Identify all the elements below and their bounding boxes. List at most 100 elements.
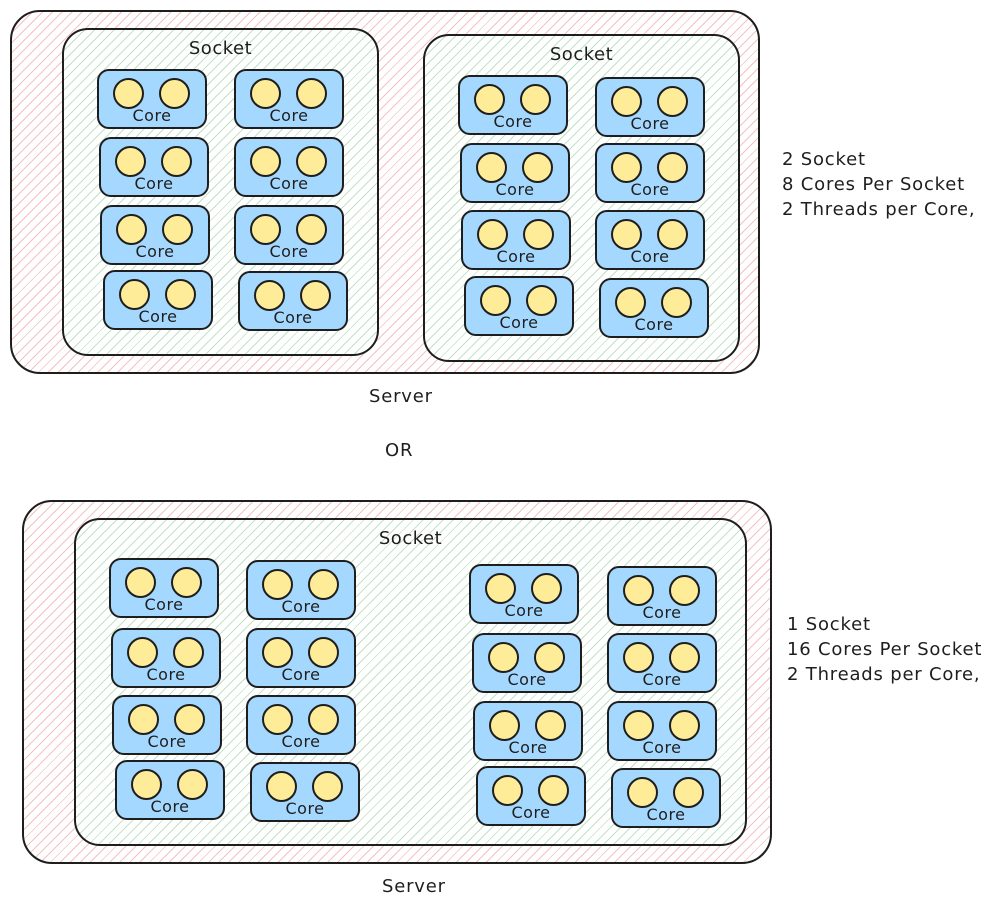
thread-circle (538, 775, 569, 806)
thread-circle (520, 84, 551, 115)
core: Core (469, 564, 579, 624)
core: Core (238, 271, 348, 331)
core-label: Core (493, 112, 533, 131)
server-1-socket: Socket Core Core Core Core Core Core Cor… (22, 500, 772, 864)
thread-circle (165, 279, 196, 310)
core: Core (476, 766, 586, 826)
thread-circle (661, 287, 692, 318)
thread-circle (254, 280, 285, 311)
thread-circle (116, 214, 147, 245)
core: Core (464, 276, 574, 336)
core: Core (595, 143, 705, 203)
thread-circle (159, 78, 190, 109)
core-label: Core (144, 595, 184, 614)
core-label: Core (269, 242, 309, 261)
socket-single: Socket Core Core Core Core Core Core Cor… (74, 518, 747, 846)
thread-circle (480, 285, 511, 316)
thread-circle (312, 771, 343, 802)
thread-circle (627, 777, 658, 808)
thread-circle (125, 567, 156, 598)
core-label: Core (646, 805, 686, 824)
thread-circle (262, 704, 293, 735)
core: Core (599, 278, 709, 338)
thread-circle (669, 575, 700, 606)
thread-circle (611, 152, 642, 183)
socket-label: Socket (549, 44, 614, 65)
core-label: Core (281, 665, 321, 684)
core-label: Core (511, 803, 551, 822)
config-b-sockets: 1 Socket (787, 614, 871, 635)
thread-circle (308, 569, 339, 600)
thread-circle (308, 637, 339, 668)
thread-circle (171, 567, 202, 598)
thread-circle (489, 710, 520, 741)
core: Core (246, 628, 356, 688)
core-label: Core (269, 174, 309, 193)
thread-circle (526, 285, 557, 316)
core-label: Core (147, 732, 187, 751)
socket-label: Socket (188, 38, 253, 59)
core-label: Core (642, 670, 682, 689)
core: Core (460, 143, 570, 203)
core: Core (109, 558, 219, 618)
core-label: Core (508, 738, 548, 757)
core-label: Core (504, 601, 544, 620)
core-label: Core (630, 247, 670, 266)
core-label: Core (281, 597, 321, 616)
socket-label: Socket (378, 528, 443, 549)
core-label: Core (269, 106, 309, 125)
config-a-summary: 2 Socket 8 Cores Per Socket 2 Threads pe… (782, 147, 975, 222)
core: Core (97, 69, 207, 129)
thread-circle (611, 219, 642, 250)
core: Core (473, 701, 583, 761)
core: Core (250, 762, 360, 822)
thread-circle (669, 642, 700, 673)
thread-circle (308, 704, 339, 735)
core: Core (472, 633, 582, 693)
server-caption: Server (369, 386, 433, 407)
core-label: Core (507, 670, 547, 689)
core-label: Core (273, 308, 313, 327)
thread-circle (615, 287, 646, 318)
core-label: Core (630, 180, 670, 199)
core: Core (461, 210, 571, 270)
thread-circle (119, 279, 150, 310)
thread-circle (127, 637, 158, 668)
thread-circle (474, 84, 505, 115)
core-label: Core (138, 307, 178, 326)
core-label: Core (150, 797, 190, 816)
server-caption: Server (382, 876, 446, 897)
thread-circle (522, 152, 553, 183)
core: Core (607, 633, 717, 693)
thread-circle (266, 771, 297, 802)
core: Core (99, 137, 209, 197)
socket-2: Socket Core Core Core Core Core Core Cor… (423, 34, 740, 362)
config-a-cores: 8 Cores Per Socket (782, 174, 965, 195)
socket-1: Socket Core Core Core Core Core Core Cor… (62, 28, 379, 356)
thread-circle (534, 642, 565, 673)
thread-circle (485, 573, 516, 604)
core-label: Core (499, 313, 539, 332)
thread-circle (523, 219, 554, 250)
thread-circle (611, 86, 642, 117)
thread-circle (296, 214, 327, 245)
thread-circle (477, 219, 508, 250)
config-a-sockets: 2 Socket (782, 149, 866, 170)
core: Core (611, 768, 721, 828)
server-2-socket: Socket Core Core Core Core Core Core Cor… (10, 10, 760, 374)
thread-circle (262, 569, 293, 600)
thread-circle (174, 704, 205, 735)
core: Core (458, 75, 568, 135)
core-label: Core (642, 603, 682, 622)
thread-circle (476, 152, 507, 183)
thread-circle (623, 575, 654, 606)
thread-circle (262, 637, 293, 668)
thread-circle (250, 78, 281, 109)
config-b-cores: 16 Cores Per Socket (787, 639, 983, 660)
config-b-summary: 1 Socket 16 Cores Per Socket 2 Threads p… (787, 612, 982, 687)
or-separator: OR (385, 440, 414, 461)
core: Core (100, 205, 210, 265)
thread-circle (173, 637, 204, 668)
thread-circle (128, 704, 159, 735)
core-label: Core (134, 174, 174, 193)
